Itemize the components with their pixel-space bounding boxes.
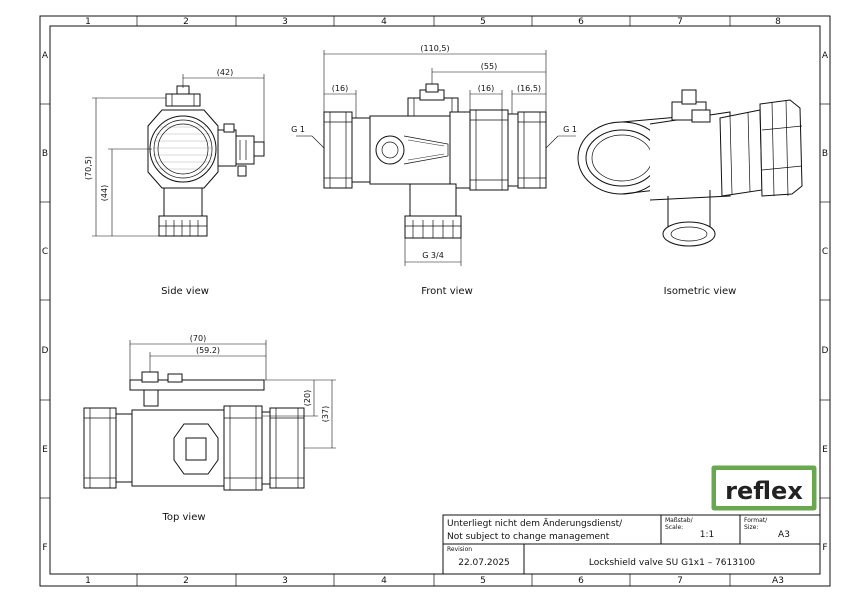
col-label-4-top: 4: [381, 17, 387, 27]
tb-title: Lockshield valve SU G1x1 – 7613100: [589, 558, 756, 568]
col-label-1-bottom: 1: [85, 576, 91, 586]
label-top-view: Top view: [161, 512, 205, 523]
side-view-dimensions: (42) (70,5) (44): [84, 68, 265, 237]
label-front-view: Front view: [421, 286, 473, 297]
tb-revision-date: 22.07.2025: [458, 558, 510, 568]
col-label-2-bottom: 2: [183, 576, 189, 586]
row-label-a-right: A: [822, 51, 829, 61]
dim-thread-bottom: G 3/4: [422, 251, 444, 260]
dim-top-20: (20): [303, 390, 312, 406]
col-label-2-top: 2: [183, 17, 189, 27]
front-view-drawing: [323, 83, 547, 239]
logo-text: reflex: [725, 477, 803, 505]
col-label-6-bottom: 6: [578, 576, 584, 586]
dim-thread-left: G 1: [291, 125, 305, 134]
dim-top-37: (37): [321, 406, 330, 422]
col-label-3-bottom: 3: [282, 576, 288, 586]
tb-format-value: A3: [778, 530, 790, 540]
dim-side-height-total: (70,5): [84, 156, 93, 180]
tb-scale-label-en: Scale:: [665, 524, 683, 531]
dim-side-width: (42): [217, 68, 233, 77]
row-label-f-right: F: [822, 543, 827, 553]
dim-front-16-left: (16): [332, 84, 348, 93]
dim-front-16-mid: (16): [478, 84, 494, 93]
label-isometric-view: Isometric view: [664, 286, 737, 297]
dim-side-height-lower: (44): [100, 185, 109, 201]
col-label-1-top: 1: [85, 17, 91, 27]
dim-front-total: (110,5): [420, 44, 449, 53]
front-view-dimensions: (110,5) (55) (16) (16) (16,5) G 1 G 1 G …: [291, 44, 577, 266]
col-label-7-bottom: 7: [677, 576, 683, 586]
col-label-5-top: 5: [480, 17, 486, 27]
tb-note-line1: Unterliegt nicht dem Änderungsdienst/: [447, 518, 623, 529]
top-view-drawing: [83, 371, 305, 491]
col-label-3-top: 3: [282, 17, 288, 27]
tb-format-label-en: Size:: [744, 524, 758, 531]
isometric-view-drawing: [577, 89, 803, 247]
label-side-view: Side view: [161, 286, 209, 297]
row-label-e-left: E: [42, 445, 48, 455]
col-label-8-top: 8: [775, 17, 781, 27]
row-label-d-left: D: [42, 346, 49, 356]
row-label-c-left: C: [42, 247, 48, 257]
dim-front-55: (55): [481, 62, 497, 71]
tb-scale-label-de: Maßstab/: [665, 517, 694, 524]
dim-top-70: (70): [190, 334, 206, 343]
row-label-a-left: A: [42, 51, 49, 61]
row-label-b-left: B: [42, 149, 48, 159]
tb-format-label-de: Format/: [744, 517, 768, 524]
side-view-drawing: [147, 85, 265, 237]
outer-frame: [39, 15, 831, 587]
title-block: Unterliegt nicht dem Änderungsdienst/ No…: [442, 514, 821, 575]
row-label-d-right: D: [822, 346, 829, 356]
tb-note-line2: Not subject to change management: [447, 532, 610, 542]
top-view-dimensions: (70) (59.2) (20) (37): [129, 334, 336, 449]
dim-thread-right: G 1: [563, 125, 577, 134]
row-label-b-right: B: [822, 149, 828, 159]
grid-column-labels: 1 2 3 4 5 6 7 8 1 2 3 4 5 6 7 A3: [85, 17, 784, 586]
col-label-5-bottom: 5: [480, 576, 486, 586]
corner-mark-bottom: A3: [772, 576, 784, 586]
grid-ticks: [40, 16, 830, 586]
dim-top-59-2: (59.2): [196, 346, 220, 355]
col-label-7-top: 7: [677, 17, 683, 27]
dim-front-16-5: (16,5): [517, 84, 541, 93]
row-label-e-right: E: [822, 445, 828, 455]
tb-scale-value: 1:1: [700, 530, 714, 540]
row-label-f-left: F: [42, 543, 47, 553]
grid-row-labels: A B C D E F A B C D E F: [42, 51, 829, 553]
row-label-c-right: C: [822, 247, 828, 257]
col-label-6-top: 6: [578, 17, 584, 27]
tb-revision-label: Revision: [447, 546, 472, 553]
reflex-logo: reflex: [711, 465, 817, 511]
col-label-4-bottom: 4: [381, 576, 387, 586]
